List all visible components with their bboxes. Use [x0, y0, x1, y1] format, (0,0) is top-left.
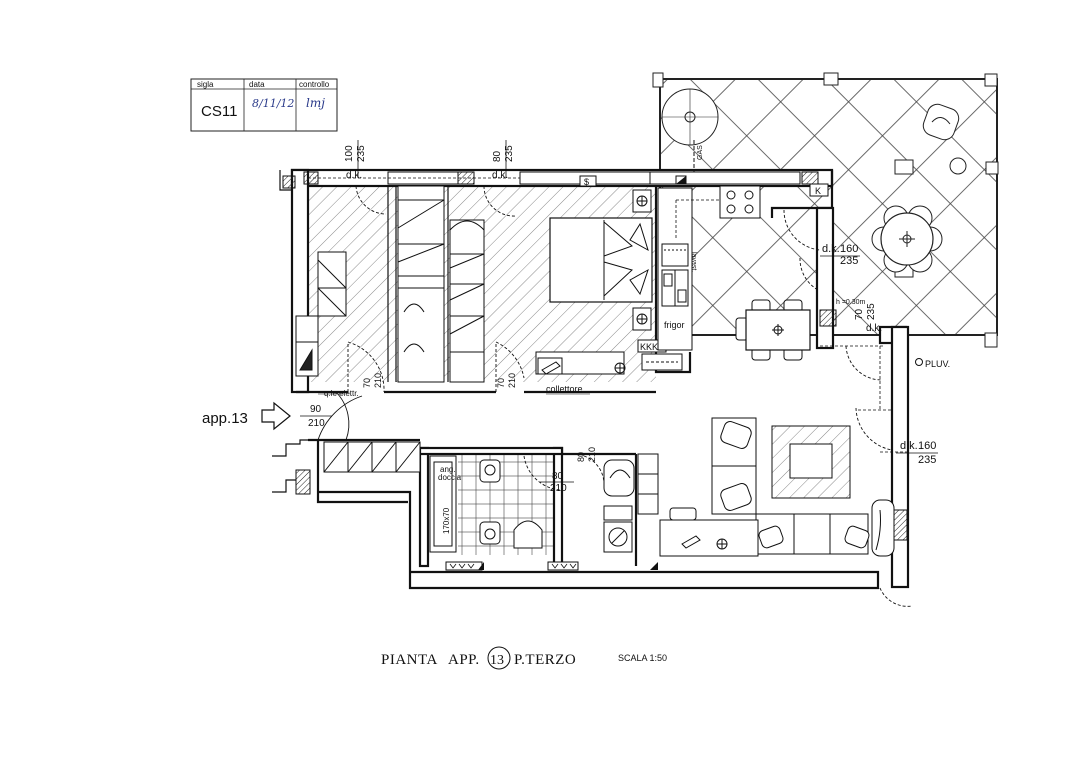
dk-label-3: d.k. [822, 243, 840, 255]
dim-bath-door-h: 210 [550, 483, 567, 494]
entrance-door-h: 210 [308, 418, 325, 429]
title-pianta: PIANTA [381, 652, 438, 668]
dim-wc-door-w: 70 [362, 378, 372, 388]
dim-window-a-w: 100 [344, 145, 355, 162]
cabinet-box [603, 505, 633, 521]
title-block-date-value: 8/11/12 [252, 97, 294, 110]
title-block-sigla-value: CS11 [201, 103, 237, 120]
corridor-wardrobe [323, 441, 421, 473]
electric-panel-label: q.le elettr. [324, 389, 359, 398]
entrance-marker: app.13 90 210 [202, 401, 332, 431]
pluv-pipe-icon [915, 358, 923, 366]
wardrobe-center [397, 185, 445, 383]
dim-living-door-h: 235 [918, 454, 936, 466]
dim-window-b-w: 80 [492, 150, 503, 162]
wardrobe-left [295, 251, 347, 377]
dim-kitchen-door-h: 235 [840, 255, 858, 267]
toilet-icon [479, 459, 501, 483]
vent-marker [650, 562, 658, 570]
lavast-label: lavast. [690, 252, 697, 272]
dim-terrace-door-h: 235 [866, 303, 877, 320]
round-table-icon [871, 205, 943, 273]
bedside-lamp-icon [632, 189, 652, 213]
vent-row-2 [547, 561, 579, 571]
collettore-label: collettore [546, 384, 583, 394]
dim-bath2-door-h: 210 [587, 447, 597, 462]
height-note: h =0.30m [836, 299, 866, 306]
sink-icon [513, 520, 543, 549]
drawing-title: PIANTA APP. 13 P.TERZO SCALA 1:50 [381, 646, 667, 670]
rug [771, 425, 851, 499]
apt-number-circle [487, 646, 511, 670]
title-block-controllo-value: lmj [306, 96, 325, 110]
double-bed [549, 217, 653, 303]
sofa-left [711, 417, 757, 515]
entrance-arrow-icon [261, 401, 291, 431]
bathtub [429, 455, 457, 553]
bathroom2-sink-icon [603, 459, 635, 497]
tub-size-label: 170x70 [442, 507, 451, 534]
dim-window-a-h: 235 [356, 145, 367, 162]
dk-label-2: d.k. [492, 170, 508, 181]
title-piano: P.TERZO [514, 652, 576, 668]
dim-kitchen-door-w: 160 [840, 243, 858, 255]
shelf-unit [637, 453, 659, 515]
shower-label-1: ang. [440, 465, 456, 474]
bidet-icon [479, 521, 501, 545]
desk [535, 351, 626, 375]
kitchen-counter: $ K [579, 175, 829, 351]
pluv-label: PLUV. [925, 359, 950, 369]
armchair-icon [922, 103, 960, 141]
dim-bath2-door-w: 80 [576, 452, 586, 462]
vent-row-1 [445, 561, 484, 571]
title-block-header-sigla: sigla [197, 80, 214, 89]
sofa-bottom [755, 513, 870, 555]
dk-label-4: d.k. [866, 323, 882, 334]
dim-bed-door-w: 70 [496, 378, 506, 388]
dim-living-door-w: 160 [918, 440, 936, 452]
dk-label-1: d.k. [346, 170, 362, 181]
radiator [641, 353, 683, 371]
dining-table [735, 299, 811, 361]
title-scale: SCALA 1:50 [618, 653, 667, 663]
gas-label: GAS [697, 145, 704, 160]
title-app: APP. [448, 652, 480, 668]
door-swings [300, 185, 913, 607]
title-block-header-data: data [249, 80, 265, 89]
title-block: sigla data controllo CS11 8/11/12 lmj [190, 78, 338, 132]
entrance-door-w: 90 [310, 404, 322, 415]
dim-window-b-h: 235 [504, 145, 515, 162]
dim-terrace-door-w: 70 [854, 308, 865, 320]
dim-wc-door-h: 210 [373, 373, 383, 388]
armchair-right [871, 499, 895, 557]
frigor-label: frigor [664, 320, 685, 330]
wardrobe-right [449, 219, 485, 383]
plant-icon [949, 157, 967, 175]
valve-label: KKK [640, 342, 658, 352]
dashed-lines [308, 177, 910, 453]
dk-label-5: d.k. [900, 440, 918, 452]
socket-label: $ [584, 177, 589, 187]
title-block-header-controllo: controllo [299, 80, 330, 89]
dim-bed-door-h: 210 [507, 373, 517, 388]
dimension-labels: 100 235 d.k. 80 235 d.k. d.k. 160 235 h … [344, 140, 938, 494]
bedside-lamp-icon-2 [632, 307, 652, 331]
umbrella-icon [661, 88, 719, 146]
dim-bath-door-w: 80 [552, 471, 564, 482]
living-desk [659, 507, 759, 557]
washing-machine-icon [603, 521, 633, 553]
title-apt-number: 13 [490, 653, 504, 668]
kitchen-k-label: K [815, 186, 821, 196]
entrance-label: app.13 [202, 410, 248, 427]
shower-label-2: doccia [438, 473, 462, 482]
